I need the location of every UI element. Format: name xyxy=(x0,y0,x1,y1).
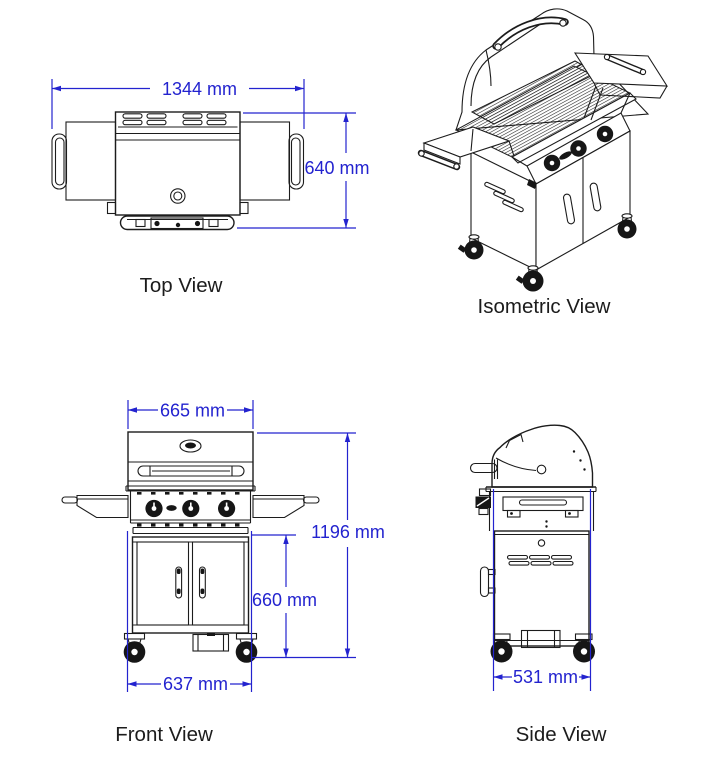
iso-control-panel xyxy=(511,92,631,185)
iso-lid-handle xyxy=(492,16,569,51)
left-shelf xyxy=(65,121,117,201)
side-firebox xyxy=(475,486,597,531)
front-right-shelf xyxy=(252,494,320,519)
dim-text-wheelbase-width: 637 mm xyxy=(163,674,228,694)
side-regulator xyxy=(475,488,492,516)
front-caster xyxy=(123,632,146,663)
iso-vent-slat xyxy=(493,190,515,204)
arrowhead xyxy=(283,535,289,544)
dim-text-overall-height: 1196 mm xyxy=(311,522,385,542)
dim-front-wheelbase-width: 637 mm xyxy=(126,531,253,694)
side-grease-tray xyxy=(520,629,561,649)
side-caster xyxy=(573,633,595,663)
arrowhead xyxy=(343,219,349,228)
front-view-drawing xyxy=(61,431,320,663)
front-lid-thermometer xyxy=(179,439,202,453)
front-cart xyxy=(131,536,250,634)
arrowhead xyxy=(344,433,351,442)
right-shelf-handle xyxy=(288,133,305,190)
side-cart-handle xyxy=(479,566,496,598)
iso-door-handle xyxy=(589,182,602,212)
isometric-view: Isometric View xyxy=(417,8,669,318)
dim-text-overall-depth: 640 mm xyxy=(304,158,369,178)
arrowhead xyxy=(128,407,137,413)
arrowhead xyxy=(52,85,61,92)
side-lid-handle xyxy=(469,462,498,474)
isometric-view-caption: Isometric View xyxy=(478,295,611,318)
arrowhead xyxy=(283,648,289,658)
arrowhead xyxy=(343,113,349,122)
lid-thermometer xyxy=(170,188,186,204)
iso-grate-front-rim xyxy=(511,92,637,164)
front-left-door xyxy=(136,541,190,626)
dim-text-lid-width: 665 mm xyxy=(160,401,225,421)
rear-vent-slats xyxy=(122,113,227,126)
iso-casters xyxy=(457,213,637,292)
lid-top xyxy=(114,111,241,216)
dim-front-lid-width: 665 mm xyxy=(127,400,254,429)
arrowhead xyxy=(581,674,591,680)
dim-side-depth: 531 mm xyxy=(492,489,592,691)
front-caster xyxy=(235,632,258,663)
side-view-drawing xyxy=(469,424,597,663)
top-view-drawing xyxy=(51,111,305,231)
front-control-panel xyxy=(129,491,252,535)
arrowhead xyxy=(242,681,252,687)
iso-left-shelf xyxy=(417,126,515,171)
top-view: 1344 mm 640 mm Top View xyxy=(51,79,370,297)
iso-cart xyxy=(470,130,631,271)
iso-vent-slat xyxy=(502,199,524,213)
dim-text-side-depth: 531 mm xyxy=(513,667,578,687)
arrowhead xyxy=(344,648,351,658)
side-tray xyxy=(502,496,584,512)
side-view: 531 mm Side View xyxy=(469,424,607,746)
front-lid xyxy=(125,431,256,492)
dim-top-overall-depth: 640 mm xyxy=(237,112,370,229)
side-lid xyxy=(469,424,594,488)
side-bottom xyxy=(490,629,595,663)
iso-door-handle xyxy=(562,193,576,225)
right-shelf xyxy=(239,121,291,201)
iso-right-shelf xyxy=(573,52,669,121)
iso-drawing xyxy=(417,8,669,292)
side-hinge xyxy=(536,464,547,475)
side-view-caption: Side View xyxy=(516,723,607,746)
hinge-dashes xyxy=(137,492,240,495)
front-view: 665 mm 1196 mm 660 mm xyxy=(61,400,385,746)
dim-text-overall-width: 1344 mm xyxy=(162,79,237,99)
arrowhead xyxy=(493,674,503,680)
front-door-handle xyxy=(175,566,183,599)
front-handle xyxy=(119,215,235,231)
arrowhead xyxy=(295,85,304,92)
tray-dashes xyxy=(137,523,240,527)
front-bottom xyxy=(123,632,258,663)
side-vent-slat xyxy=(552,560,574,566)
front-left-shelf xyxy=(61,494,129,519)
arrowhead xyxy=(244,407,253,413)
front-right-door xyxy=(191,541,245,626)
iso-vent-slat xyxy=(484,181,506,195)
front-door-handle xyxy=(198,566,206,599)
side-vent-slat xyxy=(550,554,573,560)
front-view-caption: Front View xyxy=(115,723,213,746)
left-shelf-handle xyxy=(51,133,68,190)
side-cart xyxy=(479,530,590,647)
dim-front-cart-height: 660 mm xyxy=(252,534,317,658)
iso-badge xyxy=(559,151,572,160)
front-lid-handle xyxy=(137,465,245,477)
side-vent-slat xyxy=(528,554,551,560)
dim-text-cart-height: 660 mm xyxy=(252,590,317,610)
front-badge xyxy=(166,505,177,511)
side-vent-slat xyxy=(508,560,530,566)
top-view-caption: Top View xyxy=(140,274,223,297)
side-vent-slat xyxy=(506,554,529,560)
dim-front-overall-height: 1196 mm xyxy=(252,432,385,659)
side-vent-slat xyxy=(530,560,552,566)
arrowhead xyxy=(127,681,137,687)
dim-top-overall-width: 1344 mm xyxy=(51,79,305,129)
